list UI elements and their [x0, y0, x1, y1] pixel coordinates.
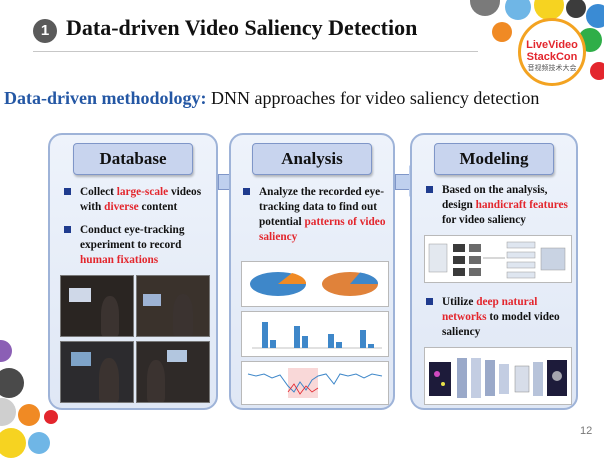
bullet-emphasis: diverse: [104, 201, 139, 213]
panel-heading-analysis: Analysis: [252, 143, 372, 175]
livevideostackcon-logo: LiveVideo StackCon 音视频技术大会: [518, 18, 586, 86]
bullet-text: Analyze the recorded eye-tracking data t…: [259, 186, 384, 228]
decor-circle-blue: [505, 0, 531, 20]
bullet-emphasis: human fixations: [80, 254, 159, 266]
bullet-analyze: Analyze the recorded eye-tracking data t…: [243, 185, 389, 245]
decor-circle-red: [590, 62, 604, 80]
bullet-emphasis: patterns of video saliency: [259, 216, 386, 243]
decor-circle-blue3: [28, 432, 50, 454]
bullet-emphasis: large-scale: [116, 186, 169, 198]
experiment-photo-1: [60, 275, 134, 337]
panel-analysis: Analysis Analyze the recorded eye-tracki…: [229, 133, 395, 410]
panel-heading-modeling: Modeling: [434, 143, 554, 175]
bullet-conduct: Conduct eye-tracking experiment to recor…: [64, 223, 218, 268]
bullet-emphasis: handicraft features: [475, 199, 568, 211]
bullet-text: videos with: [80, 186, 202, 213]
bullet-square-icon: [426, 186, 433, 193]
dnn-architecture-graphic: [429, 358, 567, 398]
dnn-architecture-figure: [424, 347, 572, 405]
panel-database: Database Collect large-scale videos with…: [48, 133, 218, 410]
bullet-text: Utilize: [442, 296, 477, 308]
bullet-text: Collect: [80, 186, 117, 198]
title-divider: [33, 51, 478, 52]
bullet-square-icon: [426, 298, 433, 305]
slide-subtitle: Data-driven methodology: DNN approaches …: [4, 88, 539, 109]
decor-circle-gray: [470, 0, 500, 16]
flow-arrow-2-body: [395, 174, 410, 190]
bullet-text: Conduct eye-tracking experiment to recor…: [80, 224, 185, 251]
experiment-photo-2: [136, 275, 210, 337]
bullet-square-icon: [64, 188, 71, 195]
pie-charts-figure: [241, 261, 389, 307]
decor-circle-purple: [0, 340, 12, 362]
logo-line-1: LiveVideo: [526, 39, 578, 51]
decor-circle-yellow2: [0, 428, 26, 458]
section-number-badge: 1: [33, 19, 57, 43]
panel-modeling: Modeling Based on the analysis, design h…: [410, 133, 578, 410]
bullet-text: content: [138, 201, 178, 213]
bar-chart-graphic: [252, 322, 382, 349]
decor-circle-orange2: [18, 404, 40, 426]
pie-charts-graphic: [250, 272, 379, 296]
decor-circle-lightgray: [0, 398, 16, 426]
bullet-based: Based on the analysis, design handicraft…: [426, 183, 576, 228]
bullet-utilize: Utilize deep natural networks to model v…: [426, 295, 576, 340]
bullet-emphasis: deep natural networks: [442, 296, 538, 323]
page-number: 12: [580, 425, 593, 437]
subtitle-highlight: Data-driven methodology:: [4, 88, 207, 108]
subtitle-rest: DNN approaches for video saliency detect…: [210, 88, 540, 108]
time-series-graphic: [247, 368, 383, 398]
decor-circle-blue2: [586, 4, 604, 28]
decor-circle-darkgray: [0, 368, 24, 398]
time-series-figure: [241, 361, 389, 405]
feature-pipeline-graphic: [428, 241, 566, 279]
logo-line-3: 音视频技术大会: [527, 64, 577, 72]
bullet-collect: Collect large-scale videos with diverse …: [64, 185, 215, 215]
bullet-text: to model video saliency: [442, 311, 560, 338]
bullet-text: Based on the analysis, design: [442, 184, 548, 211]
bullet-square-icon: [243, 188, 250, 195]
logo-line-2: StackCon: [526, 51, 578, 63]
slide-title: Data-driven Video Saliency Detection: [66, 15, 418, 40]
bullet-square-icon: [64, 226, 71, 233]
bar-chart-figure: [241, 311, 389, 357]
bullet-text: for video saliency: [442, 214, 526, 226]
panel-heading-database: Database: [73, 143, 193, 175]
experiment-photo-4: [136, 341, 210, 403]
feature-pipeline-figure: [424, 235, 572, 283]
experiment-photo-3: [60, 341, 134, 403]
decor-circle-dark: [566, 0, 586, 18]
decor-circle-red2: [44, 410, 58, 424]
decor-circle-yellow: [534, 0, 564, 20]
decor-circle-orange: [492, 22, 512, 42]
